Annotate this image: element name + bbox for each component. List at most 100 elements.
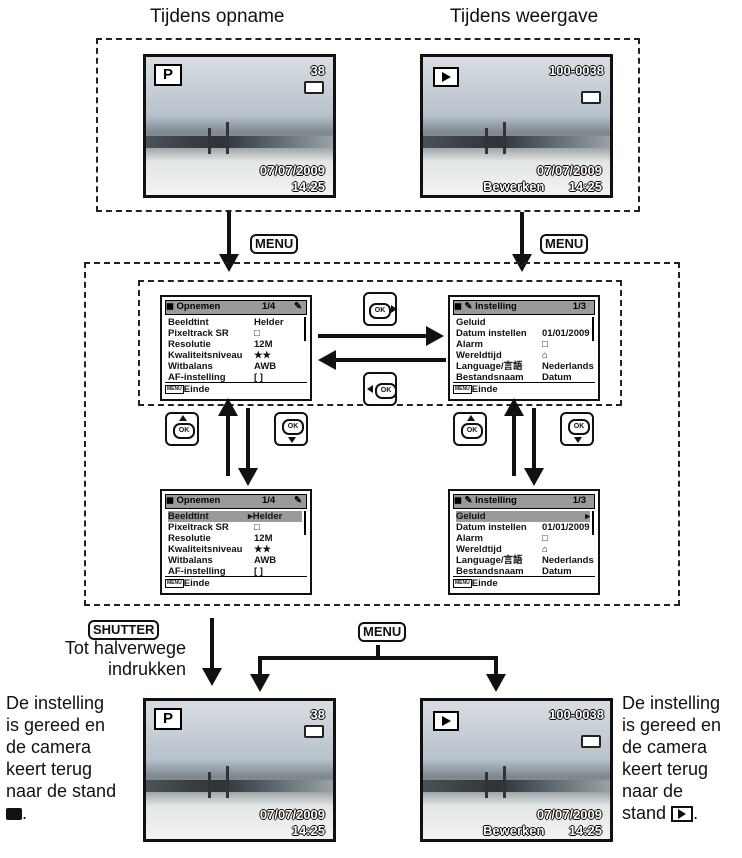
arrow-up (504, 398, 524, 476)
ok-down-button[interactable]: OK (274, 412, 308, 446)
wrench-icon: ✎ (294, 495, 302, 506)
arrow-down (202, 618, 222, 686)
branch-line (258, 656, 498, 660)
file-number: 100-0038 (549, 63, 604, 78)
menu-row[interactable]: Pixeltrack SR□ (168, 328, 260, 339)
header-recording: Tijdens opname (150, 6, 285, 27)
shots-remaining: 38 (310, 707, 325, 722)
menu-row[interactable]: Pixeltrack SR□ (168, 522, 260, 533)
program-mode-icon: P (154, 708, 182, 730)
header-playback: Tijdens weergave (450, 6, 599, 27)
camera-icon: ◼ ✎ (454, 301, 473, 312)
edit-label: Bewerken (483, 823, 545, 838)
file-number: 100-0038 (549, 707, 604, 722)
menu-button[interactable]: MENU (358, 622, 407, 642)
arrow-right-head (426, 326, 444, 346)
arrow-down (250, 656, 270, 692)
ok-up-button[interactable]: OK (165, 412, 199, 446)
camera-icon (6, 808, 22, 821)
menu-row[interactable]: Wereldtijd⌂ (456, 350, 548, 361)
menu-button[interactable]: MENU (540, 234, 589, 254)
battery-icon (304, 725, 324, 738)
arrow-down (219, 212, 239, 272)
camera-icon: ◼ ✎ (454, 495, 473, 506)
recording-screen: P 38 07/07/2009 14:25 (143, 54, 336, 198)
wrench-icon: ✎ (294, 301, 302, 312)
date: 07/07/2009 (536, 163, 602, 178)
menu-row-selected[interactable]: Beeldtint▸Helder (168, 511, 302, 522)
time: 14:25 (291, 179, 325, 194)
recording-screen: P 38 07/07/2009 14:25 (143, 698, 336, 842)
camera-icon: ◼ (166, 301, 174, 312)
menu-row-selected[interactable]: Geluid▸ (456, 511, 590, 522)
menu-row[interactable]: Alarm□ (456, 339, 548, 350)
battery-icon (304, 81, 324, 94)
battery-icon (581, 91, 601, 104)
camera-icon: ◼ (166, 495, 174, 506)
arrow-right (318, 334, 428, 338)
playback-screen: 100-0038 07/07/2009 Bewerken 14:25 (420, 698, 613, 842)
date: 07/07/2009 (536, 807, 602, 822)
arrow-left-head (318, 350, 336, 370)
ok-down-button[interactable]: OK (560, 412, 594, 446)
time: 14:25 (568, 179, 602, 194)
edit-label: Bewerken (483, 179, 545, 194)
menu-row[interactable]: AF-instelling[ ] (168, 566, 263, 577)
ok-up-button[interactable]: OK (453, 412, 487, 446)
time: 14:25 (291, 823, 325, 838)
ok-left-button[interactable]: OK (363, 372, 397, 406)
playback-screen: 100-0038 07/07/2009 Bewerken 14:25 (420, 54, 613, 198)
shots-remaining: 38 (310, 63, 325, 78)
ok-right-button[interactable]: OK (363, 292, 397, 326)
menu-row[interactable]: Kwaliteitsniveau★★ (168, 544, 272, 555)
arrow-left (336, 358, 446, 362)
arrow-down (524, 408, 544, 486)
arrow-up (218, 398, 238, 476)
menu-row[interactable]: Geluid (456, 317, 486, 328)
menu-row[interactable]: AF-instelling[ ] (168, 372, 263, 383)
menu-row[interactable]: Wereldtijd⌂ (456, 544, 548, 555)
arrow-down (238, 408, 258, 486)
arrow-down (486, 656, 506, 692)
date: 07/07/2009 (259, 807, 325, 822)
date: 07/07/2009 (259, 163, 325, 178)
play-icon (433, 67, 459, 87)
arrow-down (512, 212, 532, 272)
menu-row[interactable]: Kwaliteitsniveau★★ (168, 350, 272, 361)
battery-icon (581, 735, 601, 748)
play-icon (433, 711, 459, 731)
menu-row[interactable]: Alarm□ (456, 533, 548, 544)
play-icon (671, 806, 694, 823)
program-mode-icon: P (154, 64, 182, 86)
time: 14:25 (568, 823, 602, 838)
top-frame (96, 38, 640, 212)
menu-frame (84, 262, 680, 606)
shutter-button[interactable]: SHUTTER (88, 620, 160, 640)
menu-button[interactable]: MENU (250, 234, 299, 254)
